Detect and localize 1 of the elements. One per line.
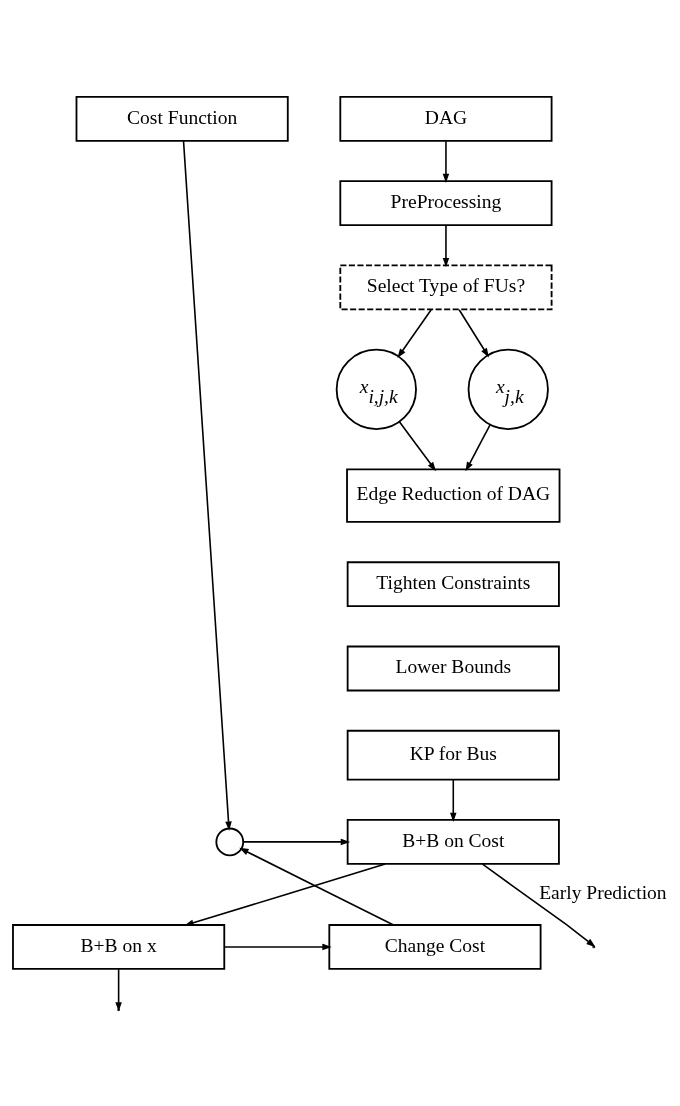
- edge-label: Early Prediction: [539, 881, 667, 903]
